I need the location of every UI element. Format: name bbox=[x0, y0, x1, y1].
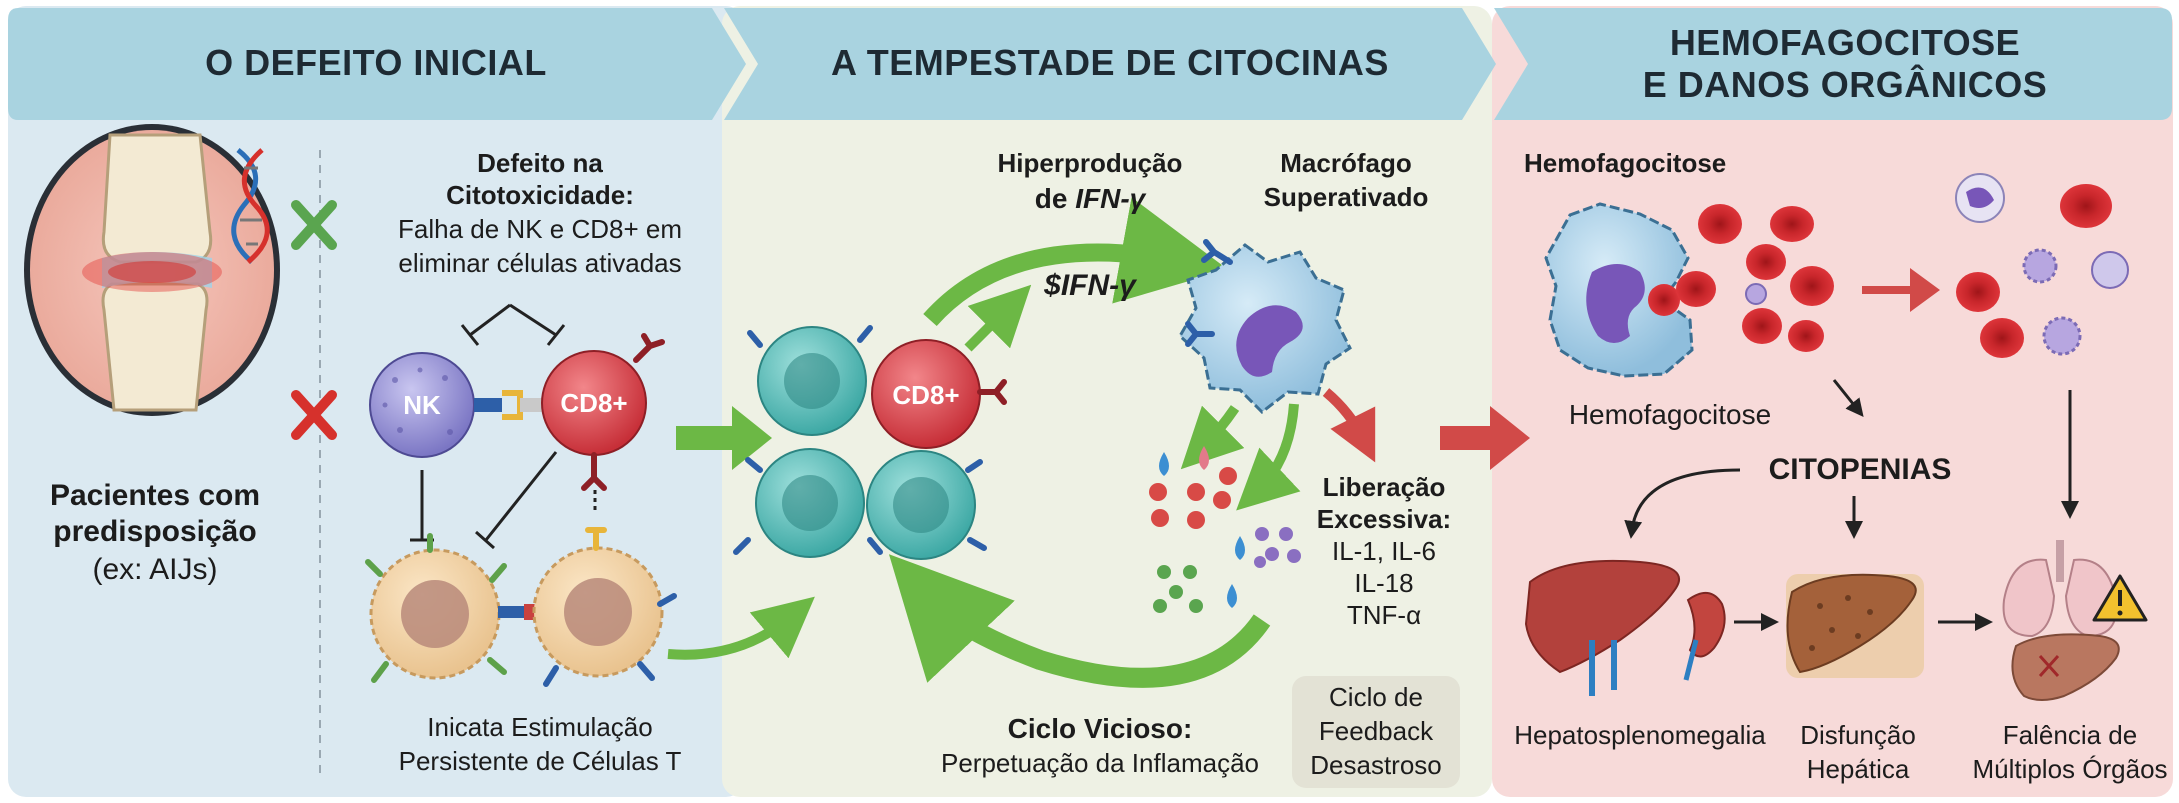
arrow-green bbox=[667, 596, 815, 660]
t-cell-cluster bbox=[733, 325, 1007, 560]
arrow-red bbox=[1440, 406, 1530, 470]
warning-icon bbox=[2092, 574, 2148, 622]
red-blood-cells bbox=[1676, 204, 1834, 352]
panel-title-middle: A TEMPESTADE DE CITOCINAS bbox=[831, 42, 1389, 83]
macro-line2: Superativado bbox=[1263, 182, 1429, 212]
arrow-green bbox=[1180, 405, 1245, 470]
macrophage bbox=[1178, 239, 1352, 414]
release-line3: IL-1, IL-6 bbox=[1331, 536, 1437, 566]
feedback-line2: Feedback bbox=[1318, 716, 1434, 746]
falencia-line2: Múltiplos Órgãos bbox=[1972, 754, 2168, 784]
cd8-label-middle: CD8+ bbox=[892, 380, 960, 410]
disfuncao-line2: Hepática bbox=[1806, 754, 1910, 784]
patients-line3: (ex: AIJs) bbox=[92, 553, 218, 586]
receptor-link bbox=[474, 390, 542, 420]
hyper-line2: de IFN-γ bbox=[1034, 183, 1146, 214]
panel-title-right-line1: HEMOFAGOCITOSE bbox=[1669, 22, 2021, 63]
inhibition-lines bbox=[410, 451, 597, 550]
damaged-liver-icon bbox=[1786, 573, 1924, 678]
release-line1: Liberação bbox=[1322, 472, 1446, 502]
vicious-sub: Perpetuação da Inflamação bbox=[941, 748, 1259, 778]
cd8-label-left: CD8+ bbox=[560, 388, 628, 418]
vicious-cycle-arrow bbox=[888, 554, 1271, 688]
knee-joint-icon bbox=[24, 124, 280, 416]
arrow-red bbox=[1322, 388, 1376, 463]
x-mark-icon bbox=[291, 390, 337, 440]
stim-line1: Inicata Estimulação bbox=[427, 712, 653, 742]
cytokine-particles bbox=[1149, 446, 1301, 613]
release-line2: Excessiva: bbox=[1316, 504, 1452, 534]
arrow-green bbox=[923, 197, 1229, 327]
hemophagocyte bbox=[1544, 202, 1694, 378]
disfuncao-line1: Disfunção bbox=[1800, 720, 1916, 750]
flow-arrows bbox=[1624, 379, 2079, 631]
hemo-caption: Hemofagocitose bbox=[1568, 399, 1772, 430]
header-left-bg bbox=[8, 8, 746, 120]
hemo-title: Hemofagocitose bbox=[1524, 148, 1727, 178]
liver-icon bbox=[1524, 559, 1681, 696]
arrow-red bbox=[1862, 268, 1940, 312]
inhibition-bracket bbox=[460, 303, 566, 346]
failing-liver-icon bbox=[2011, 633, 2120, 701]
arrow-green bbox=[964, 284, 1032, 352]
ifn-label: $IFN-γ bbox=[1044, 269, 1136, 302]
arrow-green bbox=[676, 406, 772, 470]
hepato-label: Hepatosplenomegalia bbox=[1514, 720, 1766, 750]
patients-line1: Pacientes com bbox=[49, 479, 261, 512]
feedback-line1: Ciclo de bbox=[1329, 682, 1423, 712]
x-mark-icon bbox=[291, 200, 337, 250]
cd8-cell bbox=[541, 333, 665, 491]
falencia-line1: Falência de bbox=[2002, 720, 2138, 750]
defect-line3: Falha de NK e CD8+ em bbox=[398, 214, 682, 244]
stim-line2: Persistente de Células T bbox=[398, 746, 682, 776]
panel-title-left: O DEFEITO INICIAL bbox=[205, 42, 547, 83]
cytopenias-label: CITOPENIAS bbox=[1768, 453, 1952, 486]
antigen-presenting-cell bbox=[365, 533, 507, 683]
dna-icon bbox=[231, 148, 270, 264]
patients-line2: predisposição bbox=[53, 515, 257, 548]
defect-line2: Citotoxicidade: bbox=[446, 180, 634, 210]
vicious-title: Ciclo Vicioso: bbox=[1007, 713, 1193, 744]
release-line4: IL-18 bbox=[1354, 568, 1414, 598]
depleted-cells bbox=[1955, 173, 2129, 358]
arrow-green bbox=[1236, 403, 1301, 511]
macro-line1: Macrófago bbox=[1280, 148, 1412, 178]
nk-label: NK bbox=[403, 390, 441, 420]
kidney-icon bbox=[1683, 592, 1726, 681]
defect-line4: eliminar células ativadas bbox=[398, 248, 682, 278]
header-right-bg bbox=[1494, 8, 2172, 120]
hyper-line1: Hiperprodução bbox=[997, 148, 1183, 178]
defect-line1: Defeito na bbox=[477, 148, 603, 178]
feedback-box bbox=[1292, 676, 1460, 788]
antigen-presenting-cell bbox=[532, 527, 677, 687]
panel-title-right-line2: E DANOS ORGÂNICOS bbox=[1642, 64, 2048, 105]
header-middle-bg bbox=[724, 8, 1496, 120]
feedback-line3: Desastroso bbox=[1310, 750, 1442, 780]
release-line5: TNF-α bbox=[1346, 600, 1422, 630]
